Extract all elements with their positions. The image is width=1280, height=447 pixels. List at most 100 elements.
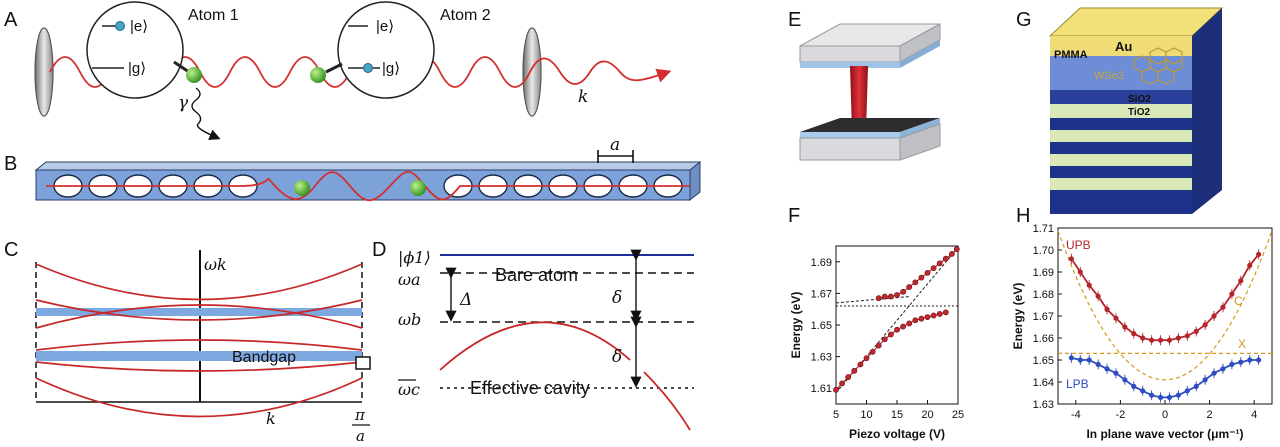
sio2-label: SiO2	[1128, 94, 1151, 105]
h-data-point	[1104, 366, 1110, 372]
panel-letter-e: E	[788, 9, 801, 31]
c-annotation: C	[1234, 294, 1243, 308]
f-data-point	[839, 380, 845, 387]
h-data-point	[1247, 357, 1253, 363]
h-data-point	[1193, 383, 1199, 389]
f-data-point	[894, 326, 900, 333]
f-data-point	[881, 293, 888, 300]
atom1-label: Atom 1	[188, 7, 239, 24]
f-data-point	[918, 315, 925, 322]
panel-letter-d: D	[372, 239, 386, 261]
f-data-point	[912, 279, 919, 286]
h-xtick-label: 4	[1251, 409, 1257, 421]
delta-lower-label: δ	[612, 347, 622, 367]
f-data-point	[888, 293, 894, 300]
h-data-point	[1256, 357, 1262, 363]
f-data-point	[881, 336, 888, 343]
h-data-point	[1166, 337, 1173, 343]
f-data-point	[869, 348, 876, 355]
emission-squiggle	[191, 87, 221, 140]
h-data-point	[1095, 361, 1101, 367]
panel-letter-b: B	[4, 153, 17, 175]
h-data-point	[1086, 357, 1092, 363]
upper-bandgap	[36, 308, 362, 316]
atom2-excited-state: |e⟩	[376, 18, 394, 35]
h-data-point	[1166, 394, 1173, 400]
au-label: Au	[1115, 39, 1132, 54]
f-data-point	[900, 323, 906, 330]
h-data-point	[1068, 256, 1074, 262]
pi-label: π	[354, 406, 366, 424]
panel-letters: A B C D E F G H	[4, 9, 1032, 261]
h-ytick-label: 1.71	[1033, 223, 1054, 235]
h-data-point	[1131, 383, 1137, 389]
laser-beam	[850, 66, 868, 132]
effective-cavity-label: Effective cavity	[470, 378, 590, 398]
f-data-point	[936, 311, 943, 317]
f-data-point	[875, 295, 882, 302]
f-data-point	[930, 312, 937, 319]
h-ytick-label: 1.66	[1033, 333, 1054, 345]
h-ytick-label: 1.64	[1033, 377, 1054, 389]
bandgap-label: Bandgap	[232, 349, 296, 366]
h-data-point	[1220, 304, 1226, 310]
f-ytick-label: 1.65	[811, 320, 832, 332]
h-data-point	[1113, 370, 1119, 376]
f-xlabel: Piezo voltage (V)	[849, 427, 945, 441]
f-xtick-label: 15	[891, 409, 903, 421]
h-data-point	[1149, 392, 1155, 398]
lpb-label: LPB	[1066, 377, 1089, 391]
h-data-point	[1211, 313, 1217, 319]
f-data-point	[942, 255, 949, 262]
f-data-point	[906, 320, 913, 327]
h-data-point	[1077, 269, 1083, 275]
bare-atom-label: Bare atom	[495, 265, 578, 285]
f-xtick-label: 5	[833, 409, 839, 421]
f-data-point	[863, 355, 870, 362]
atom2-ball	[310, 67, 326, 83]
h-data-point	[1220, 366, 1226, 372]
phi1-label: |ϕ1⟩	[398, 248, 431, 267]
atom2-label: Atom 2	[440, 7, 491, 24]
h-xtick-label: -4	[1071, 409, 1081, 421]
h-plot-frame	[1057, 227, 1273, 405]
h-xlabel: In plane wave vector (μm⁻¹)	[1086, 427, 1243, 441]
gamma-label: γ	[178, 93, 189, 113]
h-data-point	[1113, 315, 1119, 321]
panel-letter-f: F	[788, 205, 800, 227]
h-data-point	[1175, 335, 1181, 341]
panel-d: |ϕ1⟩ ωa Bare atom ωb ωc Effective cavity…	[398, 248, 694, 431]
atom2-in-waveguide	[410, 180, 426, 196]
h-data-point	[1202, 377, 1208, 383]
right-mirror	[522, 27, 542, 117]
panel-g: Au PMMA WSe2 SiO2 TiO2	[1048, 7, 1224, 214]
h-ytick-label: 1.67	[1033, 311, 1054, 323]
f-data-point	[906, 284, 913, 290]
h-xtick-label: 0	[1162, 409, 1168, 421]
h-data-point	[1256, 251, 1262, 257]
panel-letter-g: G	[1016, 9, 1032, 31]
lattice-constant-label: a	[610, 135, 620, 155]
f-ytick-label: 1.61	[811, 383, 832, 395]
f-data-point	[845, 374, 852, 381]
f-data-point	[833, 386, 839, 393]
h-ytick-label: 1.68	[1033, 289, 1054, 301]
h-cavity-curve	[1057, 230, 1273, 381]
f-data-point	[949, 250, 955, 257]
f-data-point	[924, 314, 931, 320]
panel-b: a	[34, 135, 702, 202]
f-ytick-label: 1.63	[811, 352, 832, 364]
h-data-point	[1211, 370, 1217, 376]
omega-b-label: ωb	[398, 310, 421, 329]
localized-mode-wave	[46, 170, 690, 202]
f-data-point	[875, 342, 882, 349]
band-curves	[35, 263, 363, 418]
h-ytick-label: 1.63	[1033, 399, 1054, 411]
h-data-point	[1157, 337, 1164, 343]
h-data-point	[1122, 324, 1128, 330]
h-ytick-label: 1.69	[1033, 267, 1054, 279]
f-ytick-label: 1.69	[811, 257, 832, 269]
a-label: a	[356, 427, 365, 445]
panel-e	[799, 23, 941, 161]
